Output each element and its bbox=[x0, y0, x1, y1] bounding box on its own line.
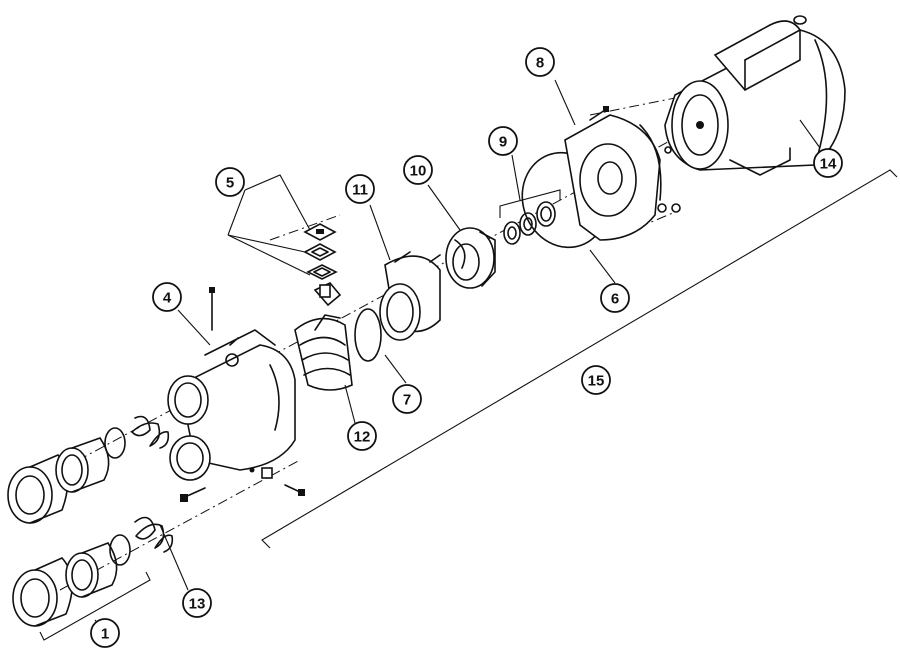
motor-14 bbox=[664, 15, 846, 176]
bracket-1 bbox=[39, 571, 151, 641]
callout-12: 12 bbox=[347, 421, 377, 451]
shaft-seal-9 bbox=[499, 189, 561, 245]
housing-bolt-left bbox=[180, 487, 206, 502]
gasket-stack-5 bbox=[303, 223, 342, 307]
o-ring-upper bbox=[104, 427, 126, 459]
union-nut-upper bbox=[7, 454, 69, 524]
callout-7: 7 bbox=[392, 384, 422, 414]
o-ring-lower bbox=[109, 534, 131, 566]
svg-text:11: 11 bbox=[352, 182, 368, 199]
svg-text:12: 12 bbox=[354, 429, 371, 446]
svg-text:1: 1 bbox=[101, 626, 109, 643]
drain-plug-hardware bbox=[249, 467, 305, 496]
callout-11: 11 bbox=[345, 174, 375, 204]
callout-1: 1 bbox=[90, 618, 120, 648]
tailpiece-upper bbox=[55, 437, 110, 493]
svg-text:14: 14 bbox=[820, 156, 837, 173]
adapter-nuts bbox=[657, 146, 681, 213]
assembly-bracket-15 bbox=[261, 169, 898, 549]
adapter-screw bbox=[589, 106, 609, 121]
pump-housing bbox=[167, 329, 296, 481]
tailpiece-lower bbox=[65, 542, 118, 598]
svg-text:4: 4 bbox=[163, 290, 172, 307]
svg-text:13: 13 bbox=[189, 596, 206, 613]
callout-13: 13 bbox=[182, 588, 212, 618]
svg-text:15: 15 bbox=[588, 373, 605, 390]
housing-bolt-top bbox=[209, 287, 215, 331]
svg-text:5: 5 bbox=[226, 175, 234, 192]
motor-adapter-8 bbox=[564, 114, 662, 241]
spring-lower bbox=[134, 516, 174, 553]
union-nut-lower bbox=[12, 557, 73, 627]
spring-upper bbox=[131, 415, 170, 449]
callout-9: 9 bbox=[488, 126, 518, 156]
callout-15: 15 bbox=[581, 365, 611, 395]
leader-lines bbox=[94, 79, 821, 634]
o-ring-7 bbox=[354, 308, 382, 362]
impeller-10 bbox=[445, 227, 496, 289]
callout-14: 14 bbox=[813, 148, 843, 178]
svg-text:6: 6 bbox=[611, 291, 619, 308]
callout-4: 4 bbox=[152, 282, 182, 312]
callout-5: 5 bbox=[215, 167, 245, 197]
callout-6: 6 bbox=[600, 283, 630, 313]
diffuser-12 bbox=[294, 314, 353, 391]
svg-text:8: 8 bbox=[536, 55, 544, 72]
seal-plate-11 bbox=[379, 251, 441, 341]
svg-text:7: 7 bbox=[403, 392, 411, 409]
svg-text:9: 9 bbox=[499, 134, 507, 151]
svg-text:10: 10 bbox=[410, 163, 427, 180]
callout-8: 8 bbox=[525, 47, 555, 77]
callout-10: 10 bbox=[403, 155, 433, 185]
